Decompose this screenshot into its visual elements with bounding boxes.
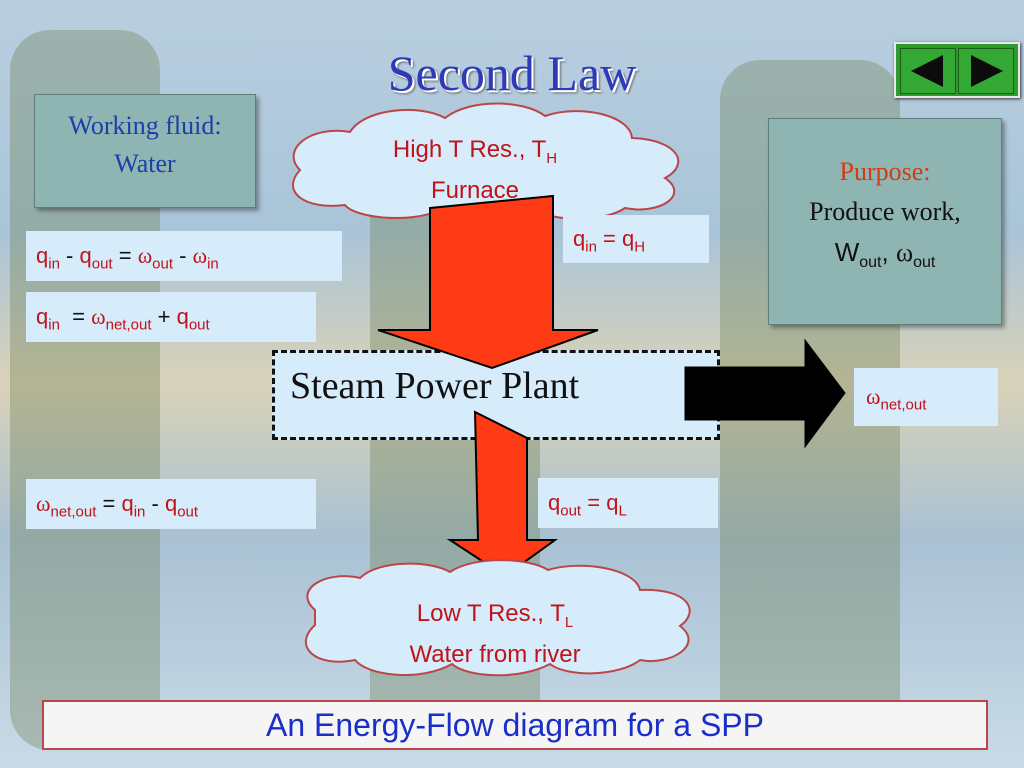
eq-qout-sub: out	[560, 502, 582, 520]
qin-equation-box: qin = qH	[563, 215, 709, 263]
eq-net-op2: -	[145, 491, 165, 516]
slide-title: Second Law	[387, 45, 637, 101]
working-fluid-box: Working fluid: Water	[34, 94, 256, 208]
eq-net-q2-sub: out	[177, 503, 199, 521]
high-temperature-cloud	[292, 102, 680, 221]
eq-energy-op1: -	[59, 243, 80, 268]
steam-power-plant-label: Steam Power Plant	[290, 365, 580, 407]
low-reservoir-name: Water from river	[409, 640, 581, 668]
purpose-outputs: Wout, ωout	[769, 237, 1001, 272]
eq-qin-h: q	[622, 226, 635, 251]
purpose-heading: Purpose:	[839, 157, 931, 186]
purpose-work-sub: out	[859, 254, 882, 272]
purpose-omega-symbol: ω	[895, 238, 914, 267]
high-reservoir-sub: H	[546, 149, 558, 167]
eq-balance-op1: =	[59, 304, 92, 329]
purpose-work-symbol: W	[834, 237, 860, 267]
high-reservoir-title: High T Res., T	[392, 136, 547, 163]
eq-qin-h-sub: H	[634, 238, 646, 256]
eq-energy-op3: -	[173, 243, 193, 268]
eq-energy-w2: ω	[192, 243, 208, 268]
net-out-sub: net,out	[880, 396, 927, 414]
net-work-equation-box: ωnet,out = qin - qout	[26, 479, 316, 529]
eq-energy-q2: q	[79, 243, 92, 268]
eq-balance-q2-sub: out	[188, 316, 210, 334]
eq-qin-op: =	[596, 226, 623, 251]
slide-navigation	[894, 42, 1020, 98]
purpose-box: Purpose: Produce work, Wout, ωout	[768, 118, 1002, 325]
diagram-caption: An Energy-Flow diagram for a SPP	[42, 700, 988, 750]
eq-balance-w: ω	[91, 304, 106, 329]
eq-qout-op: =	[581, 490, 607, 515]
working-fluid-label: Working fluid:	[68, 111, 222, 140]
eq-net-w-sub: net,out	[50, 503, 97, 521]
eq-balance-w-sub: net,out	[105, 316, 152, 334]
low-reservoir-title: Low T Res., T	[416, 600, 565, 627]
high-reservoir-name: Furnace	[430, 176, 520, 204]
eq-net-op1: =	[96, 491, 122, 516]
low-reservoir-label: Low T Res., TL Water from river	[355, 598, 635, 671]
purpose-line: Produce work,	[809, 197, 961, 226]
eq-qin-sub: in	[585, 238, 597, 256]
eq-qout-l-sub: L	[618, 502, 627, 520]
eq-qout-q: q	[548, 490, 561, 515]
high-reservoir-label: High T Res., TH Furnace	[340, 134, 610, 207]
triangle-left-icon	[911, 55, 943, 87]
eq-energy-w2-sub: in	[207, 255, 219, 273]
eq-energy-q2-sub: out	[91, 255, 113, 273]
eq-net-q2: q	[164, 491, 178, 516]
eq-energy-w1-sub: out	[152, 255, 174, 273]
eq-net-q1: q	[121, 491, 134, 516]
eq-energy-q1: q	[36, 243, 49, 268]
low-reservoir-sub: L	[564, 613, 574, 631]
low-temperature-cloud	[304, 559, 691, 677]
eq-balance-q1: q	[36, 304, 49, 329]
eq-energy-w1: ω	[137, 243, 153, 268]
eq-qin-q: q	[573, 226, 586, 251]
eq-balance-q2: q	[176, 304, 189, 329]
eq-energy-op2: =	[112, 243, 138, 268]
working-fluid-value: Water	[114, 149, 176, 178]
purpose-omega-sub: out	[913, 254, 936, 272]
heat-output-arrow	[446, 410, 559, 578]
purpose-separator: ,	[881, 237, 896, 267]
eq-qout-l: q	[606, 490, 619, 515]
net-work-output-box: ωnet,out	[854, 368, 998, 426]
balance-equation-box: qin = ωnet,out + qout	[26, 292, 316, 342]
heat-input-arrow	[377, 194, 599, 370]
previous-slide-button[interactable]	[900, 48, 956, 94]
eq-balance-q1-sub: in	[48, 316, 60, 334]
work-output-arrow	[684, 338, 846, 449]
eq-energy-q1-sub: in	[48, 255, 60, 273]
eq-balance-op2: +	[151, 304, 177, 329]
triangle-right-icon	[971, 55, 1003, 87]
next-slide-button[interactable]	[958, 48, 1014, 94]
eq-net-w: ω	[36, 491, 51, 516]
qout-equation-box: qout = qL	[538, 478, 718, 528]
net-out-w: ω	[866, 384, 881, 409]
energy-equation-box: qin - qout = ωout - ωin	[26, 231, 342, 281]
eq-net-q1-sub: in	[133, 503, 146, 521]
